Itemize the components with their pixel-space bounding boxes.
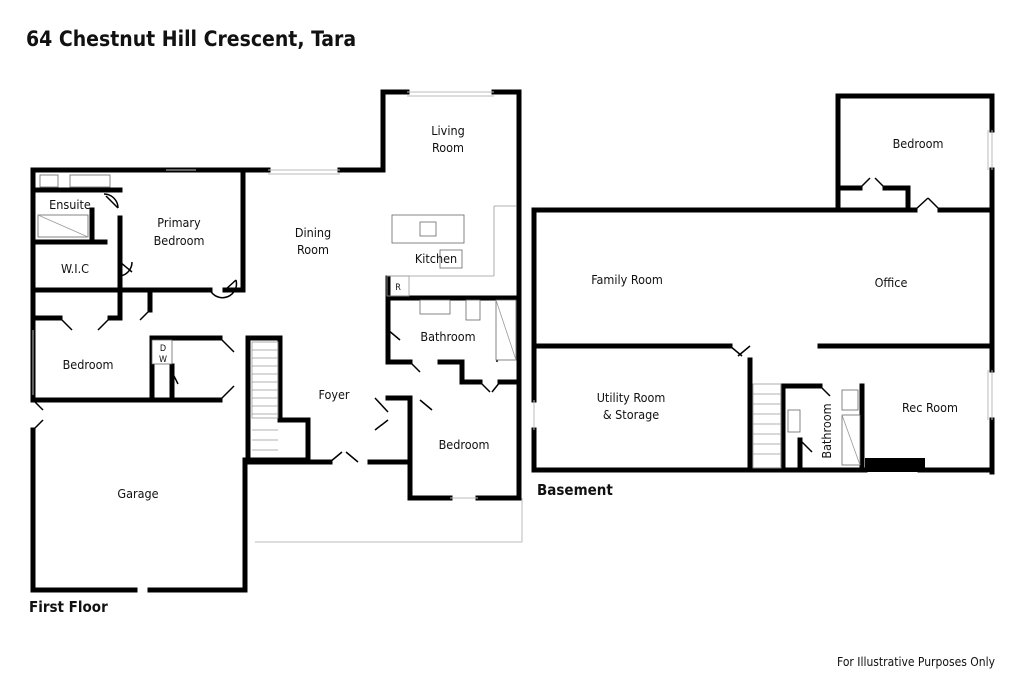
- basement-doors: [729, 177, 941, 453]
- room-label-utility-room-line2: & Storage: [603, 407, 659, 422]
- stairs: [251, 341, 279, 451]
- illustrative-note: For Illustrative Purposes Only: [837, 655, 996, 669]
- first-floor-fixtures: [37, 174, 517, 451]
- room-label-kitchen: Kitchen: [415, 251, 457, 266]
- room-label-bathroom: Bathroom: [420, 329, 475, 344]
- basement-plan: Bedroom Family Room Office Utility Room …: [531, 93, 995, 499]
- basement-windows: [533, 130, 993, 430]
- basement-fixture-block: [865, 458, 925, 472]
- room-label-office: Office: [875, 275, 908, 290]
- page-title: 64 Chestnut Hill Crescent, Tara: [26, 27, 356, 51]
- dishwasher-label-w: W: [159, 355, 167, 365]
- room-label-foyer: Foyer: [318, 387, 349, 402]
- room-label-basement-bedroom: Bedroom: [893, 136, 944, 151]
- dishwasher-label-d: D: [160, 344, 166, 354]
- basement-fixtures: [752, 383, 861, 469]
- first-floor-windows: [32, 91, 523, 543]
- fridge-label: R: [395, 283, 401, 293]
- room-label-wic: W.I.C: [61, 261, 89, 276]
- room-label-bedroom-south: Bedroom: [439, 437, 490, 452]
- room-label-primary-bedroom: Primary: [157, 215, 201, 230]
- room-label-primary-bedroom-line2: Bedroom: [154, 233, 205, 248]
- basement-label: Basement: [537, 481, 613, 499]
- room-label-bedroom-west: Bedroom: [63, 357, 114, 372]
- room-label-garage: Garage: [117, 486, 158, 501]
- first-floor-plan: Ensuite Primary Bedroom W.I.C Bedroom Di…: [29, 89, 523, 616]
- room-label-basement-bathroom: Bathroom: [819, 403, 834, 458]
- room-label-dining-room: Dining: [295, 225, 331, 240]
- room-label-ensuite: Ensuite: [49, 197, 91, 212]
- room-label-living-room-line2: Room: [432, 140, 464, 155]
- first-floor-walls: [30, 89, 522, 593]
- room-label-utility-room: Utility Room: [597, 390, 666, 405]
- room-label-family-room: Family Room: [591, 272, 663, 287]
- room-label-living-room: Living: [431, 123, 464, 138]
- room-label-rec-room: Rec Room: [902, 400, 958, 415]
- basement-walls: [531, 93, 995, 475]
- first-floor-doors: [32, 193, 501, 463]
- room-label-dining-room-line2: Room: [297, 242, 329, 257]
- first-floor-label: First Floor: [29, 598, 108, 616]
